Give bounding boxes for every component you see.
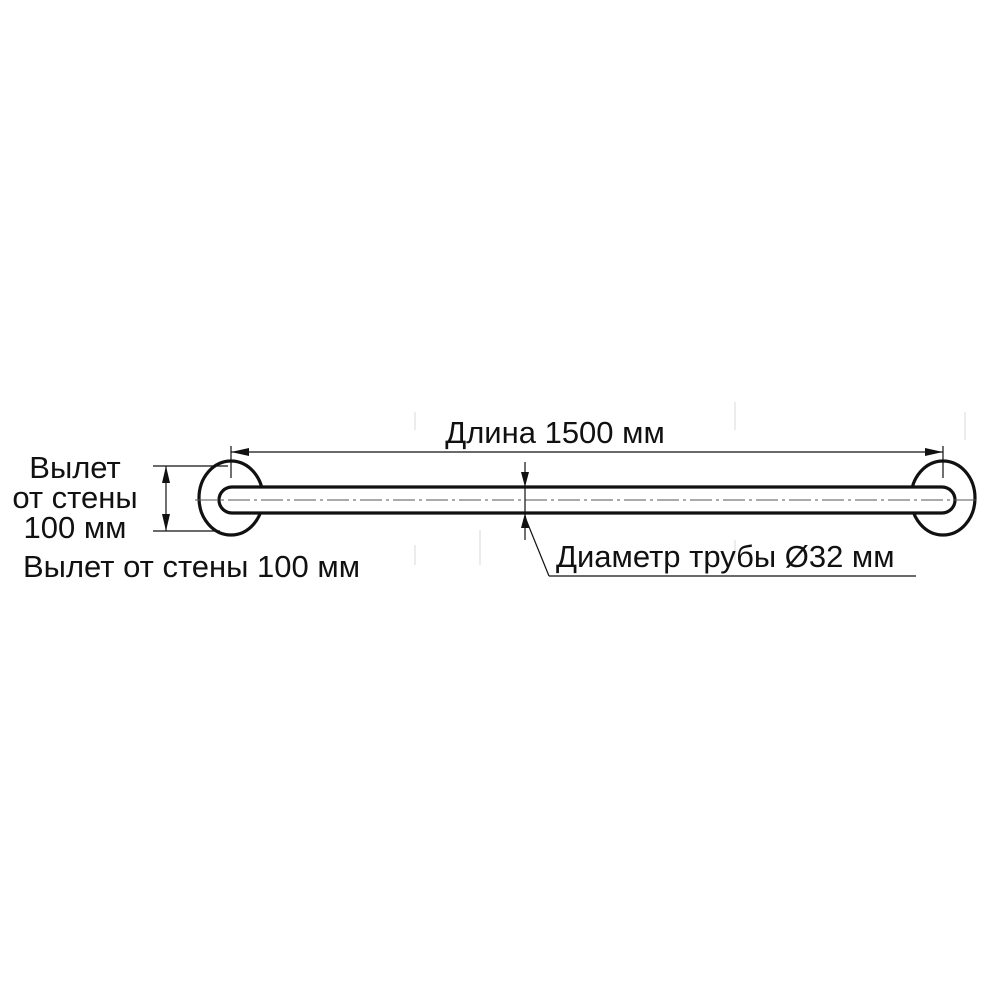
offset-arrow-bottom (162, 514, 170, 531)
offset-label-stacked: Вылет от стены 100 мм (12, 450, 137, 545)
diameter-arrow-bottom (521, 513, 529, 528)
offset-label-line-1: Вылет (29, 450, 120, 485)
offset-dimension (153, 465, 228, 532)
length-arrow-left (231, 448, 249, 456)
construction-marks (414, 402, 966, 565)
offset-label-line-2: от стены (12, 480, 137, 515)
diameter-label: Диаметр трубы Ø32 мм (556, 539, 895, 574)
length-dimension (230, 446, 944, 478)
length-label: Длина 1500 мм (445, 415, 665, 450)
offset-label-line-3: 100 мм (24, 510, 127, 545)
diameter-leader-line (524, 516, 550, 577)
offset-arrow-top (162, 466, 170, 483)
diameter-arrow-top (521, 472, 529, 487)
offset-label-full: Вылет от стены 100 мм (23, 549, 360, 584)
length-arrow-right (925, 448, 943, 456)
diameter-dimension (521, 462, 916, 577)
